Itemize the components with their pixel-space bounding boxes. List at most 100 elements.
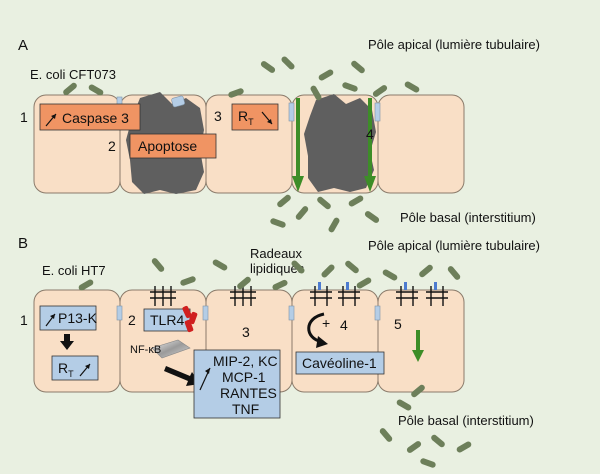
panel-a-letter: A [18,37,28,54]
bacterium [364,211,380,223]
cytokine-arrow-head-icon [205,368,210,374]
bacterium [318,69,334,81]
nfkb-complex-icon [151,339,191,359]
panel-b-step-4: 4 [340,317,348,333]
panel-b-apical-label: Pôle apical (lumière tubulaire) [368,238,540,253]
panel-b: B Pôle apical (lumière tubulaire) E. col… [18,235,540,468]
green-arrow-a1-icon [292,176,304,192]
caspase-label: Caspase 3 [62,110,129,126]
receptor-markers [318,282,437,290]
bacteria-group-b [78,258,472,468]
bacterium [295,206,309,220]
caveoline-label: Cavéoline-1 [302,355,377,371]
caspase-arrow-head-icon [51,114,56,119]
rt-label-a: RT [238,108,254,127]
junction-b1 [116,305,123,321]
panel-a-step-2: 2 [108,138,116,154]
panel-b-basal-label: Pôle basal (interstitium) [398,413,534,428]
bacterium [456,441,472,453]
cell-b5 [377,289,465,393]
p13k-label: P13-K [58,310,98,326]
bacterium [291,260,305,274]
junction-a4 [374,102,381,122]
bacteria-group-a [63,56,420,233]
lipid-raft-icon [426,286,448,306]
panel-b-step-2: 2 [128,312,136,328]
panel-a-basal-label: Pôle basal (interstitium) [400,210,536,225]
receptor-marker [318,282,321,290]
cytokine-line-1: MIP-2, KC [213,353,278,369]
caspase-box [39,103,141,131]
green-arrow-a1-shaft [296,98,300,178]
panel-b-step-1: 1 [20,312,28,328]
cytokine-line-4: TNF [232,401,259,417]
tlr4-receptor-icon [182,305,198,333]
panel-a: A Pôle apical (lumière tubulaire) E. col… [18,37,540,233]
bacterium [382,269,398,281]
junction-a2 [171,95,185,108]
radeaux-label-line1: Radeaux [250,246,303,261]
receptor-marker [404,282,407,290]
bacterium [151,258,165,272]
lipid-raft-icon [230,286,256,306]
rt-up-arrow-head-icon [85,364,90,369]
bacterium [372,85,388,97]
bacterium [447,266,461,280]
lipid-raft-icon [396,286,418,306]
bacterium [348,195,364,207]
cytokine-box [193,349,281,419]
p13k-down-arrow-shaft [64,334,70,342]
bacterium [180,276,196,286]
bacterium [317,196,331,210]
bacterium [396,399,412,411]
bacterium [272,279,288,291]
nfkb-label: NF-κB [130,344,161,356]
junction-b2 [202,305,209,321]
bacterium [404,81,420,93]
caveoline-box [295,351,385,375]
panel-b-letter: B [18,235,28,252]
plus-sign: + [322,315,330,331]
rt-down-arrow-head-icon [267,119,272,124]
radeaux-label-line2: lipidiques [250,261,305,276]
bacterium [342,82,358,92]
bacterium [88,84,104,96]
green-arrow-a2-icon [364,176,376,192]
rt-box-b [51,355,99,381]
panel-a-apical-label: Pôle apical (lumière tubulaire) [368,37,540,52]
bacterium [270,218,286,228]
junction-a3 [288,102,295,122]
bacterium [379,428,393,442]
cell-b4 [291,289,379,393]
bacterium [63,82,77,96]
receptor-marker [434,282,437,290]
bacterium [321,264,335,278]
p13k-box [39,305,97,331]
lipid-raft-icon [150,286,176,306]
bacterium [411,384,425,398]
bacterium [345,260,359,274]
panel-a-step-1: 1 [20,109,28,125]
bacterium [351,60,365,74]
p13k-down-arrow-icon [60,341,74,350]
bacterium [328,217,340,233]
tlr4-label: TLR4 [150,312,184,328]
nfkb-arrow-icon [164,366,200,386]
receptor-marker [346,282,349,290]
junction-b3 [288,305,295,321]
rt-label-b: RT [58,360,74,379]
bacterium [420,458,436,468]
panel-b-step-3: 3 [242,324,250,340]
lipid-raft-group [150,286,448,306]
bacterium [237,276,251,290]
bacterium [228,88,244,98]
lipid-raft-icon [310,286,332,306]
rt-box-a [231,103,279,131]
green-arrow-b-icon [412,350,424,362]
cytokine-line-2: MCP-1 [222,369,266,385]
green-arrow-b-shaft [416,330,420,352]
lipid-raft-icon [338,286,360,306]
bacterium [212,259,228,271]
